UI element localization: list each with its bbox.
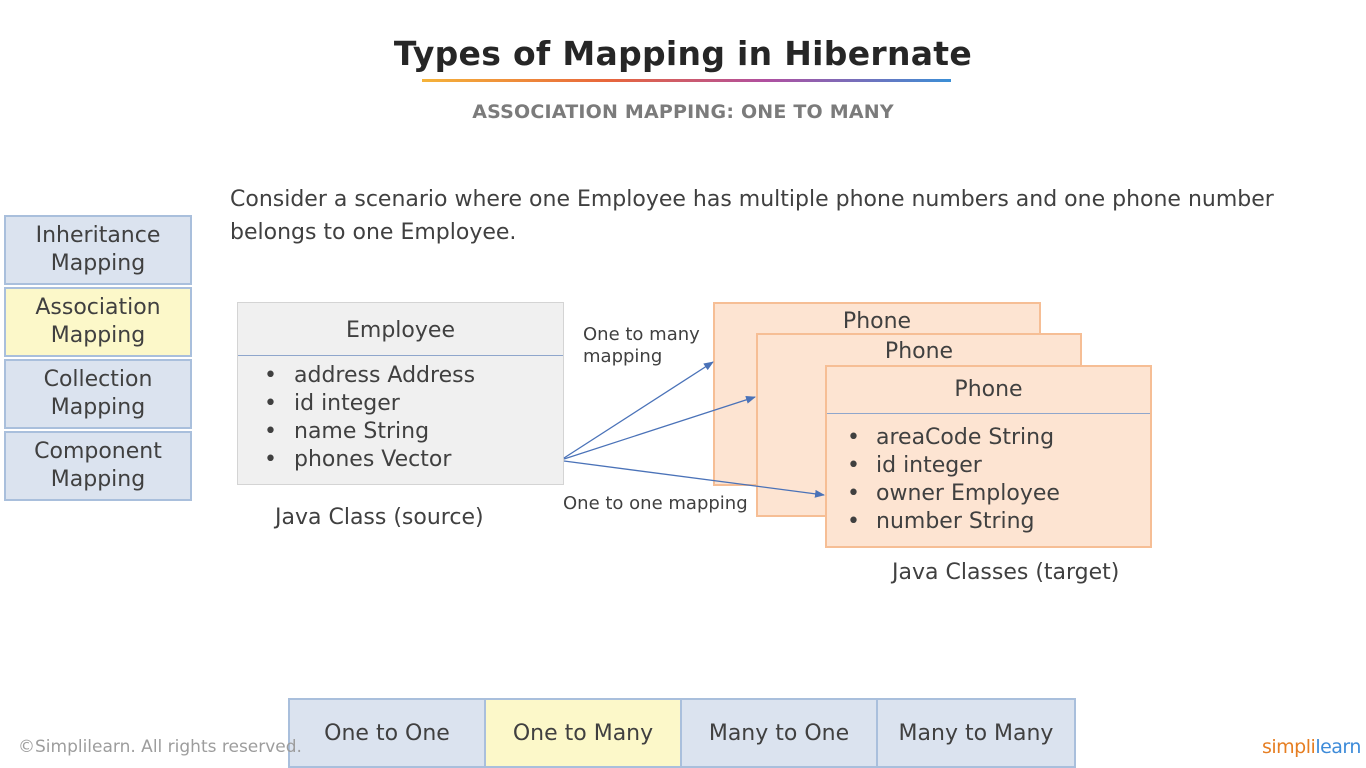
employee-field-list: address Address id integer name String p… <box>238 356 563 474</box>
one-to-many-label: One to many mapping <box>583 324 700 367</box>
simplilearn-logo: simplilearn <box>1262 736 1361 758</box>
phone-field: areaCode String <box>827 424 1150 452</box>
target-caption: Java Classes (target) <box>892 560 1120 585</box>
bottom-tab-label: Many to Many <box>898 720 1054 746</box>
side-tab-label: Inheritance Mapping <box>35 223 161 276</box>
logo-simpl: simpl <box>1262 736 1311 758</box>
employee-class-name: Employee <box>238 303 563 356</box>
slide-title: Types of Mapping in Hibernate <box>393 34 973 73</box>
bottom-tab-many-to-one[interactable]: Many to One <box>680 698 878 768</box>
side-tab-label: Component Mapping <box>34 439 162 492</box>
slide-subtitle: ASSOCIATION MAPPING: ONE TO MANY <box>472 101 894 123</box>
arrow-one-to-many-1 <box>563 361 714 459</box>
source-caption: Java Class (source) <box>275 505 484 530</box>
employee-field: id integer <box>238 390 563 418</box>
phone-class-name: Phone <box>842 309 912 334</box>
arrow-one-to-many-2 <box>563 395 756 460</box>
side-tab-label: Association Mapping <box>35 295 161 348</box>
side-tab-label: Collection Mapping <box>43 367 153 420</box>
logo-learn: learn <box>1315 736 1361 758</box>
bottom-tab-one-to-one[interactable]: One to One <box>288 698 486 768</box>
one-to-one-label: One to one mapping <box>563 493 748 514</box>
copyright-text: ©Simplilearn. All rights reserved. <box>18 737 302 757</box>
phone-field: number String <box>827 508 1150 536</box>
side-tab-inheritance-mapping[interactable]: Inheritance Mapping <box>4 215 192 285</box>
phone-field: id integer <box>827 452 1150 480</box>
phone-field: owner Employee <box>827 480 1150 508</box>
arrow-one-to-one <box>563 460 825 498</box>
employee-field: phones Vector <box>238 446 563 474</box>
bottom-tab-one-to-many[interactable]: One to Many <box>484 698 682 768</box>
title-underline <box>422 79 951 82</box>
bottom-tab-label: One to Many <box>512 720 654 746</box>
employee-class-box: Employee address Address id integer name… <box>237 302 564 485</box>
phone-class-name: Phone <box>884 339 954 364</box>
logo-i: i <box>1310 736 1316 758</box>
bottom-tab-label: One to One <box>324 720 450 746</box>
intro-text: Consider a scenario where one Employee h… <box>230 187 1274 245</box>
side-tab-collection-mapping[interactable]: Collection Mapping <box>4 359 192 429</box>
side-tab-component-mapping[interactable]: Component Mapping <box>4 431 192 501</box>
employee-field: name String <box>238 418 563 446</box>
side-tab-association-mapping[interactable]: Association Mapping <box>4 287 192 357</box>
bottom-tab-many-to-many[interactable]: Many to Many <box>876 698 1076 768</box>
phone-class-box-front: Phone areaCode String id integer owner E… <box>825 365 1152 548</box>
employee-field: address Address <box>238 362 563 390</box>
phone-class-name: Phone <box>827 367 1150 414</box>
bottom-tab-label: Many to One <box>708 720 850 746</box>
phone-field-list: areaCode String id integer owner Employe… <box>827 414 1150 536</box>
